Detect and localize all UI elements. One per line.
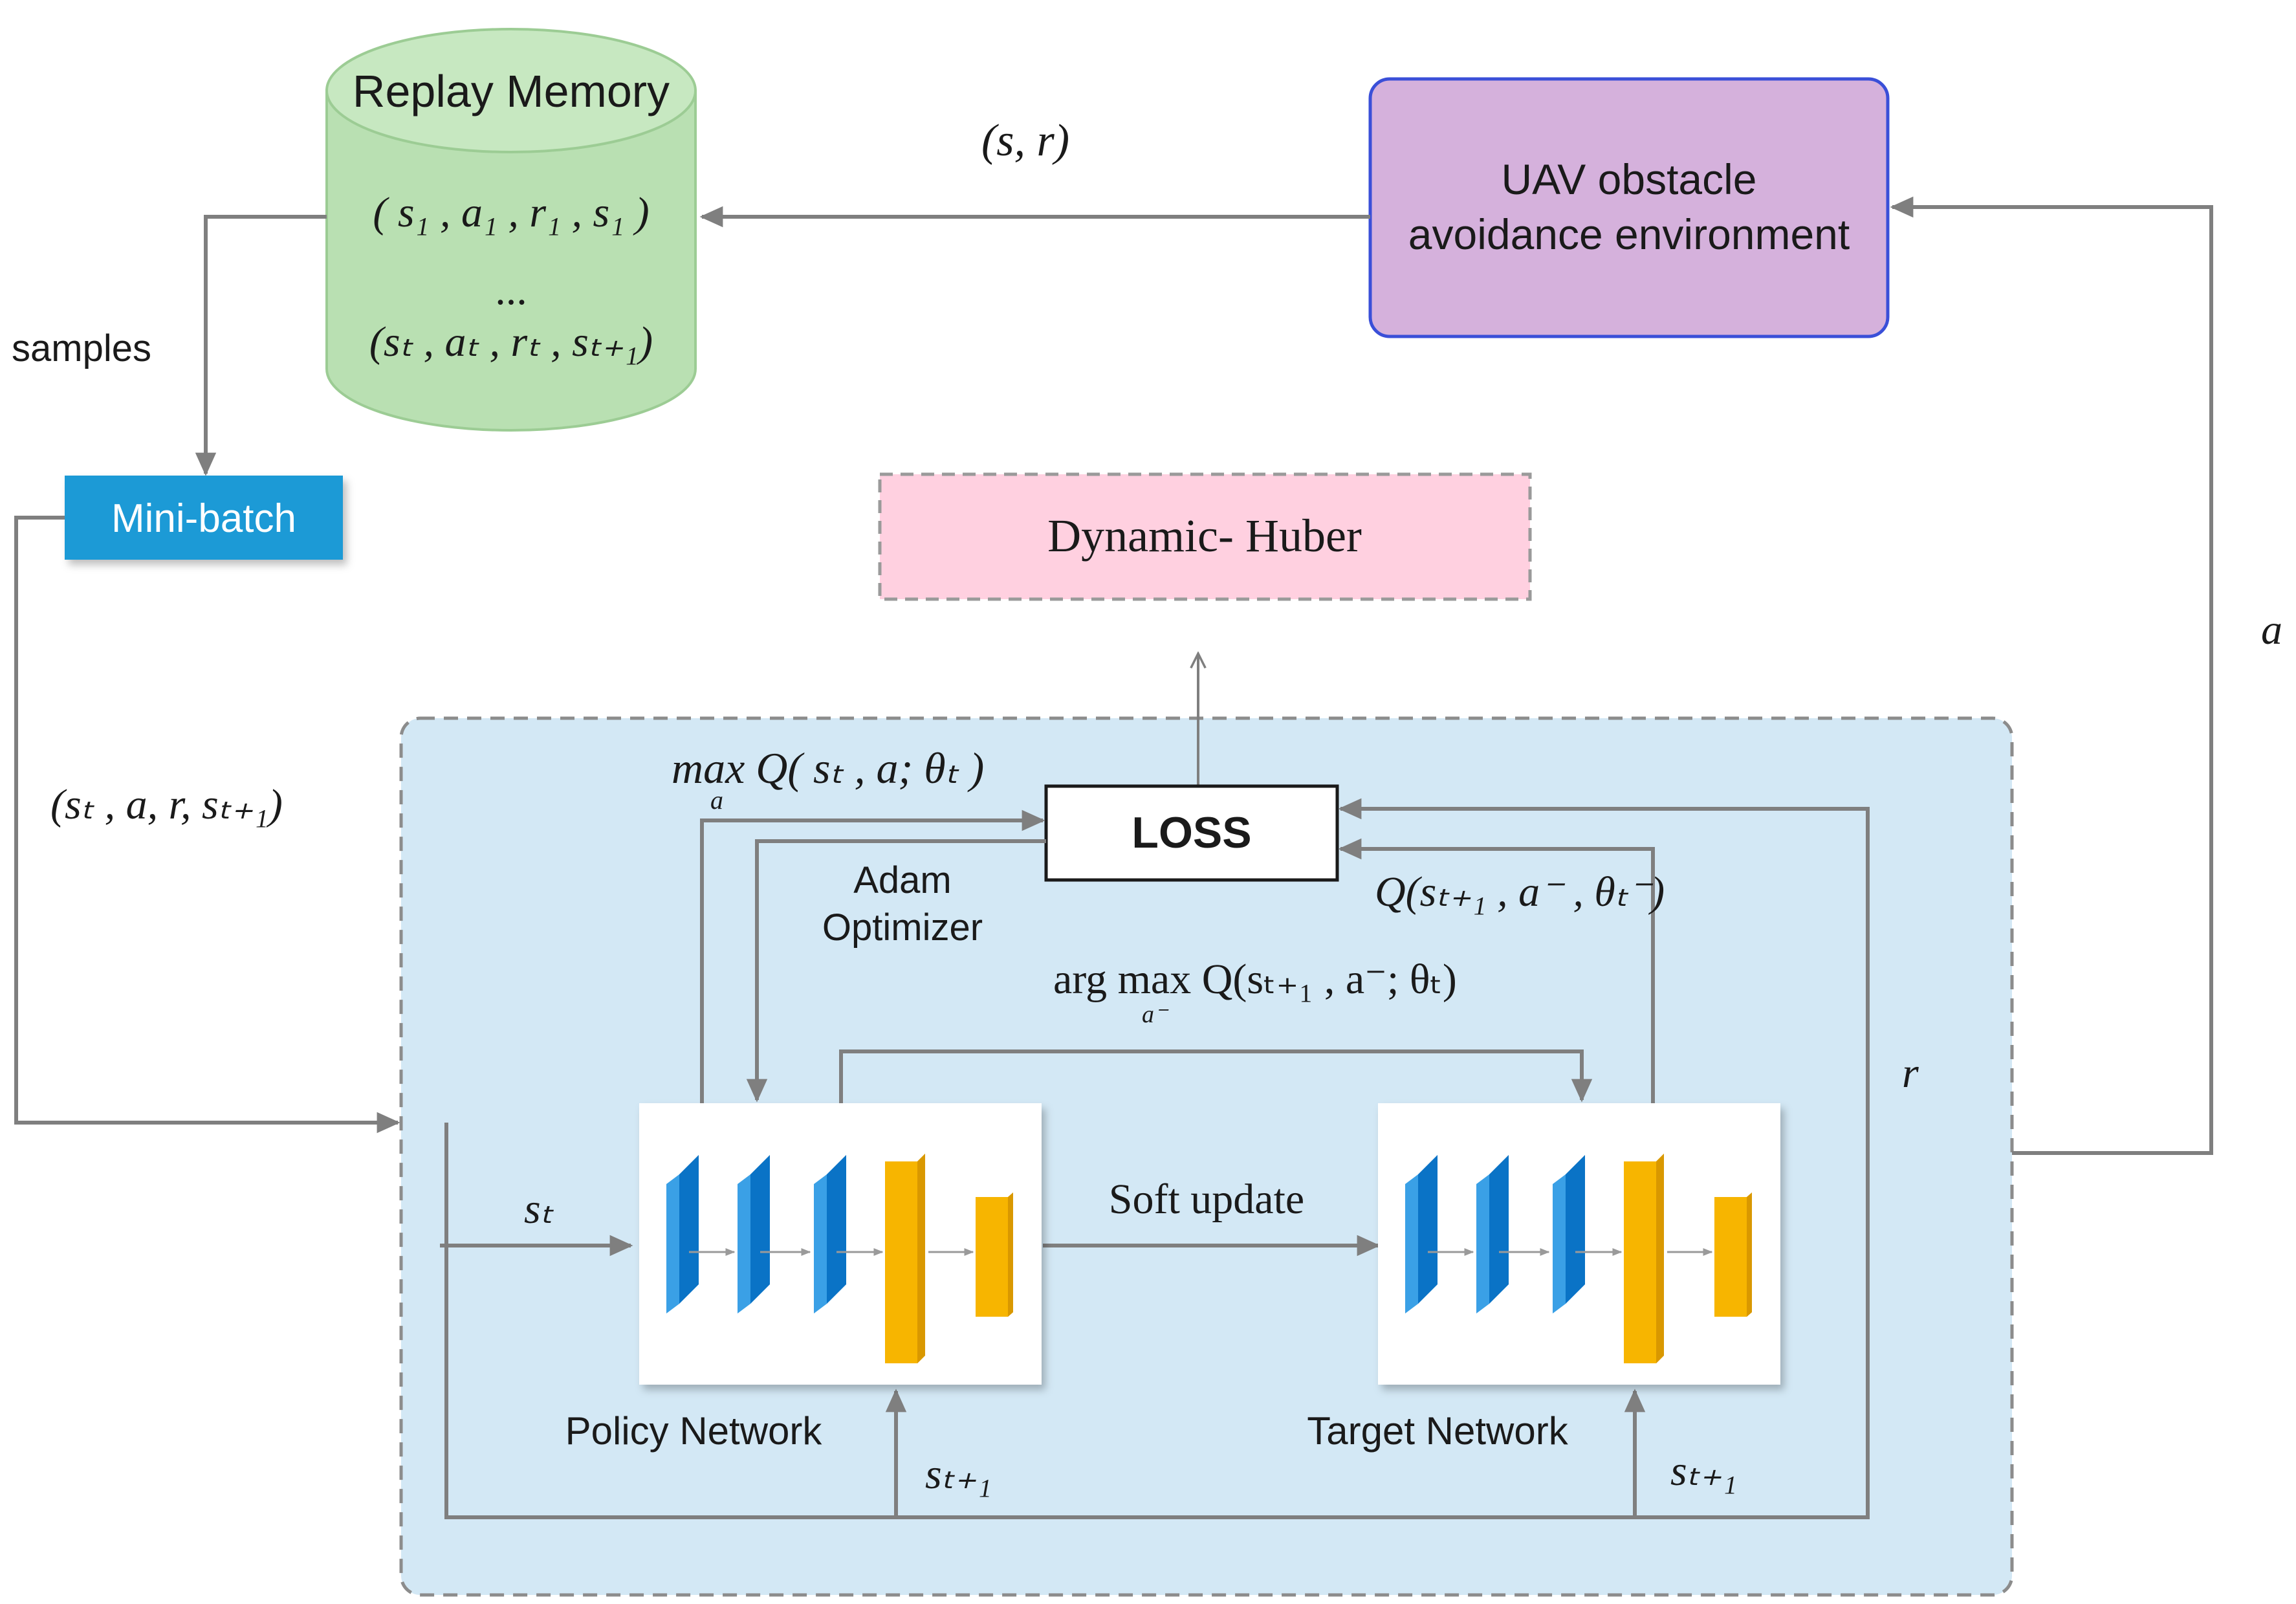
argmax-subscript: a⁻ — [1142, 1001, 1169, 1028]
loss-label: LOSS — [1132, 808, 1251, 857]
blue-layer-icon — [738, 1174, 750, 1313]
soft-update-label: Soft update — [1109, 1176, 1304, 1223]
target-q-label: Q(sₜ₊₁ , a⁻ , θₜ⁻) — [1375, 868, 1665, 916]
memory-row-last: (sₜ , aₜ , rₜ , sₜ₊₁) — [369, 318, 653, 366]
yellow-layer-icon — [917, 1154, 925, 1363]
loss-box — [1044, 784, 1339, 882]
replay-memory-title: Replay Memory — [353, 66, 670, 116]
adam-label-line1: Adam — [853, 859, 952, 901]
yellow-layer-icon — [1747, 1192, 1752, 1317]
dynamic-huber-label: Dynamic- Huber — [1047, 510, 1362, 562]
blue-layer-icon — [1476, 1174, 1489, 1313]
target-to-loss-arrow — [1338, 838, 1655, 1103]
policy-layers — [666, 1154, 1013, 1363]
argmax-label: arg max Q(sₜ₊₁ , a⁻; θₜ) — [1053, 956, 1457, 1003]
blue-layer-icon — [827, 1155, 846, 1304]
next-state-label-target: sₜ₊₁ — [1670, 1447, 1737, 1495]
environment-box — [1368, 77, 1890, 338]
yellow-layer-icon — [976, 1192, 1013, 1317]
reward-label: r — [1902, 1049, 1919, 1097]
argmax-arrow — [839, 1049, 1593, 1103]
blue-layer-icon — [1553, 1174, 1566, 1313]
loss-to-policy-adam-arrow — [746, 839, 1046, 1103]
target-layers — [1405, 1154, 1752, 1363]
minibatch-box — [65, 476, 343, 560]
environment-label-line2: avoidance environment — [1408, 210, 1850, 258]
environment-label-line1: UAV obstacle — [1502, 155, 1757, 203]
adam-label-line2: Optimizer — [822, 906, 983, 949]
blue-layer-icon — [1489, 1155, 1509, 1304]
blue-layer-icon — [1405, 1174, 1418, 1313]
transition-label: (sₜ , a, r, sₜ₊₁) — [50, 781, 283, 828]
yellow-layer-icon — [1624, 1154, 1664, 1363]
target-network — [1378, 1103, 1780, 1385]
replay-memory-cylinder: Replay Memory ( s₁ , a₁ , r₁ , s₁ ) ... … — [325, 28, 697, 432]
samples-arrow — [195, 215, 327, 476]
minibatch-to-panel-arrow — [14, 516, 400, 1134]
blue-layer-icon — [666, 1174, 679, 1313]
policy-network — [639, 1103, 1042, 1385]
yellow-layer-icon — [1656, 1154, 1664, 1363]
state-label: sₜ — [524, 1185, 554, 1233]
next-state-label-policy: sₜ₊₁ — [925, 1451, 992, 1498]
blue-layer-icon — [814, 1174, 827, 1313]
action-to-env-arrow — [1890, 196, 2213, 1155]
blue-layer-icon — [1566, 1155, 1585, 1304]
yellow-layer-icon — [1008, 1192, 1013, 1317]
yellow-layer-icon — [1714, 1192, 1752, 1317]
max-q-label: max Q( sₜ , a; θₜ ) — [672, 743, 984, 793]
reward-to-loss-arrow — [444, 798, 1870, 1519]
state-reward-label: (s, r) — [981, 116, 1069, 166]
target-network-label: Target Network — [1307, 1409, 1568, 1453]
blue-layer-icon — [750, 1155, 770, 1304]
policy-network-label: Policy Network — [565, 1409, 823, 1453]
policy-to-loss-arrow — [700, 809, 1045, 1103]
samples-label: samples — [12, 327, 151, 369]
blue-layer-icon — [679, 1155, 699, 1304]
dynamic-huber-box — [878, 472, 1532, 601]
memory-row-first: ( s₁ , a₁ , r₁ , s₁ ) — [373, 189, 649, 236]
memory-ellipsis: ... — [495, 267, 527, 314]
yellow-layer-icon — [885, 1154, 925, 1363]
blue-layer-icon — [1418, 1155, 1438, 1304]
max-q-subscript: a — [710, 786, 723, 815]
action-label: a — [2261, 606, 2282, 654]
minibatch-label: Mini-batch — [111, 496, 296, 541]
